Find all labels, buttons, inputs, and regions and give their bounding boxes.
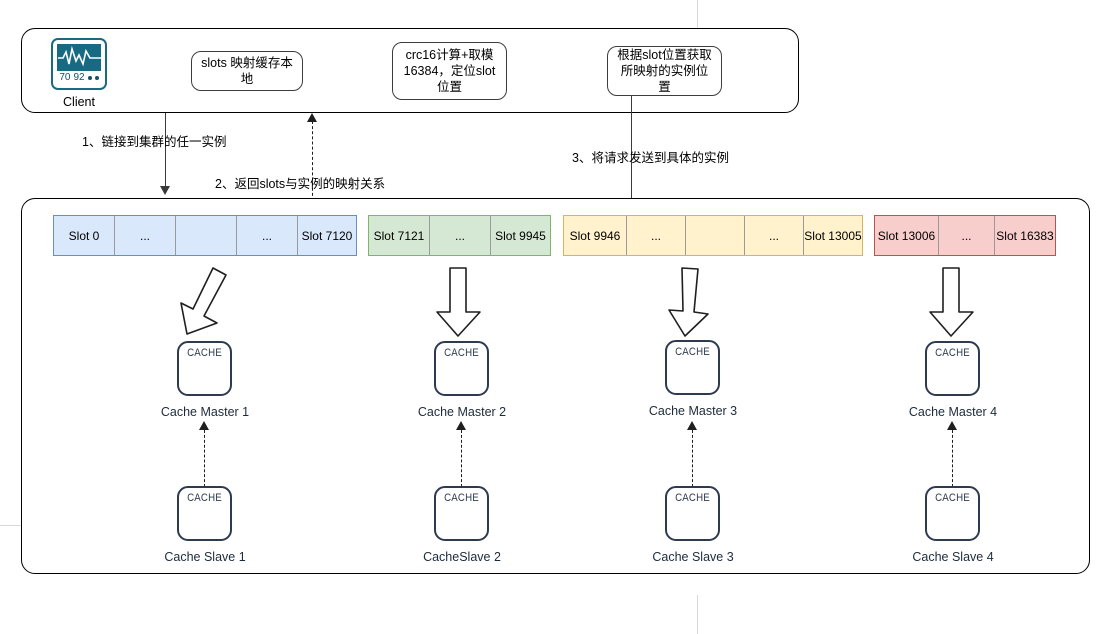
cache-master-3-label: Cache Master 3 [648, 404, 738, 418]
status-dot-1 [87, 76, 92, 80]
cache-slave-3[interactable]: CACHE [665, 486, 720, 541]
slot-group-4: Slot 13006 ... Slot 16383 [874, 215, 1056, 256]
replication-line-3 [692, 430, 693, 487]
note-slots-cache-text: slots 映射缓存本地 [201, 56, 293, 86]
cache-slave-3-label: Cache Slave 3 [652, 550, 734, 564]
replication-line-2 [461, 430, 462, 487]
client-node: 70 92 Client [50, 38, 108, 109]
slot-cell: Slot 16383 [996, 228, 1054, 243]
slot-group-3: Slot 9946 ... ... Slot 13005 [563, 215, 863, 256]
replication-arrowhead-4 [947, 421, 957, 430]
cache-master-1-label: Cache Master 1 [160, 405, 250, 419]
cache-slave-2[interactable]: CACHE [434, 486, 489, 541]
cache-node-text: CACHE [187, 492, 222, 504]
slot-cell [176, 216, 237, 255]
slot-cell: Slot 13006 [875, 216, 939, 255]
replication-line-4 [952, 430, 953, 487]
block-arrow-down-3 [667, 266, 723, 343]
cache-node-text: CACHE [935, 492, 970, 504]
readout-value-left: 70 [59, 72, 71, 83]
replication-line-1 [204, 430, 205, 487]
cache-node-text: CACHE [187, 347, 222, 359]
connector-step-2-line [312, 121, 313, 201]
note-slots-cache: slots 映射缓存本地 [191, 51, 303, 91]
connector-step-2-arrowhead [307, 113, 317, 122]
cache-master-3[interactable]: CACHE [665, 340, 720, 395]
cache-slave-2-label: CacheSlave 2 [423, 550, 501, 564]
slot-cell: ... [237, 216, 298, 255]
connector-step-1-line [165, 113, 166, 188]
slot-cell: Slot 7121 [369, 216, 430, 255]
step-1-label: 1、链接到集群的任一实例 [82, 135, 227, 149]
page-guide-horizontal [0, 525, 22, 526]
slot-cell: Slot 0 [54, 216, 115, 255]
slot-cell: Slot 7120 [301, 228, 353, 243]
slot-cell: ... [627, 216, 686, 255]
client-label: Client [63, 95, 95, 109]
block-arrow-down-4 [925, 266, 981, 343]
cache-master-1[interactable]: CACHE [177, 341, 232, 396]
cache-node-text: CACHE [675, 346, 710, 358]
slot-cell: Slot 13005 [804, 228, 862, 243]
connector-step-1-arrowhead [160, 186, 170, 195]
cache-master-2-label: Cache Master 2 [417, 405, 507, 419]
cache-node-text: CACHE [935, 347, 970, 359]
cache-slave-1[interactable]: CACHE [177, 486, 232, 541]
cache-slave-4[interactable]: CACHE [925, 486, 980, 541]
slot-cell: Slot 9946 [564, 216, 627, 255]
slot-cell: ... [939, 216, 995, 255]
step-3-label: 3、将请求发送到具体的实例 [572, 151, 729, 165]
slot-cell: ... [430, 216, 491, 255]
replication-arrowhead-1 [199, 421, 209, 430]
slot-cell: ... [115, 216, 176, 255]
cache-slave-1-label: Cache Slave 1 [164, 550, 246, 564]
monitor-waveform-icon: 70 92 [51, 38, 107, 90]
step-2-label: 2、返回slots与实例的映射关系 [215, 177, 386, 191]
block-arrow-down-1 [173, 266, 233, 343]
slot-group-2: Slot 7121 ... Slot 9945 [368, 215, 551, 256]
cache-node-text: CACHE [444, 492, 479, 504]
replication-arrowhead-2 [456, 421, 466, 430]
cache-node-text: CACHE [675, 492, 710, 504]
note-locate-instance: 根据slot位置获取所映射的实例位置 [607, 46, 722, 96]
readout-value-right: 92 [73, 72, 85, 83]
slot-cell: Slot 9945 [495, 228, 546, 243]
note-locate-instance-text: 根据slot位置获取所映射的实例位置 [617, 48, 712, 94]
cache-master-2[interactable]: CACHE [434, 341, 489, 396]
slot-group-1: Slot 0 ... ... Slot 7120 [53, 215, 357, 256]
waveform-icon [58, 45, 101, 67]
monitor-readout: 70 92 [57, 72, 101, 84]
cache-slave-4-label: Cache Slave 4 [912, 550, 994, 564]
replication-arrowhead-3 [687, 421, 697, 430]
block-arrow-down-2 [432, 266, 488, 343]
status-dot-2 [94, 76, 99, 80]
note-crc16: crc16计算+取模16384，定位slot位置 [392, 42, 507, 100]
cache-master-4[interactable]: CACHE [925, 341, 980, 396]
slot-cell: ... [745, 216, 804, 255]
cache-master-4-label: Cache Master 4 [908, 405, 998, 419]
note-crc16-text: crc16计算+取模16384，定位slot位置 [403, 48, 496, 94]
monitor-screen [57, 44, 101, 71]
cache-node-text: CACHE [444, 347, 479, 359]
slot-cell [686, 216, 745, 255]
page-guide-vertical-bottom [697, 595, 698, 634]
